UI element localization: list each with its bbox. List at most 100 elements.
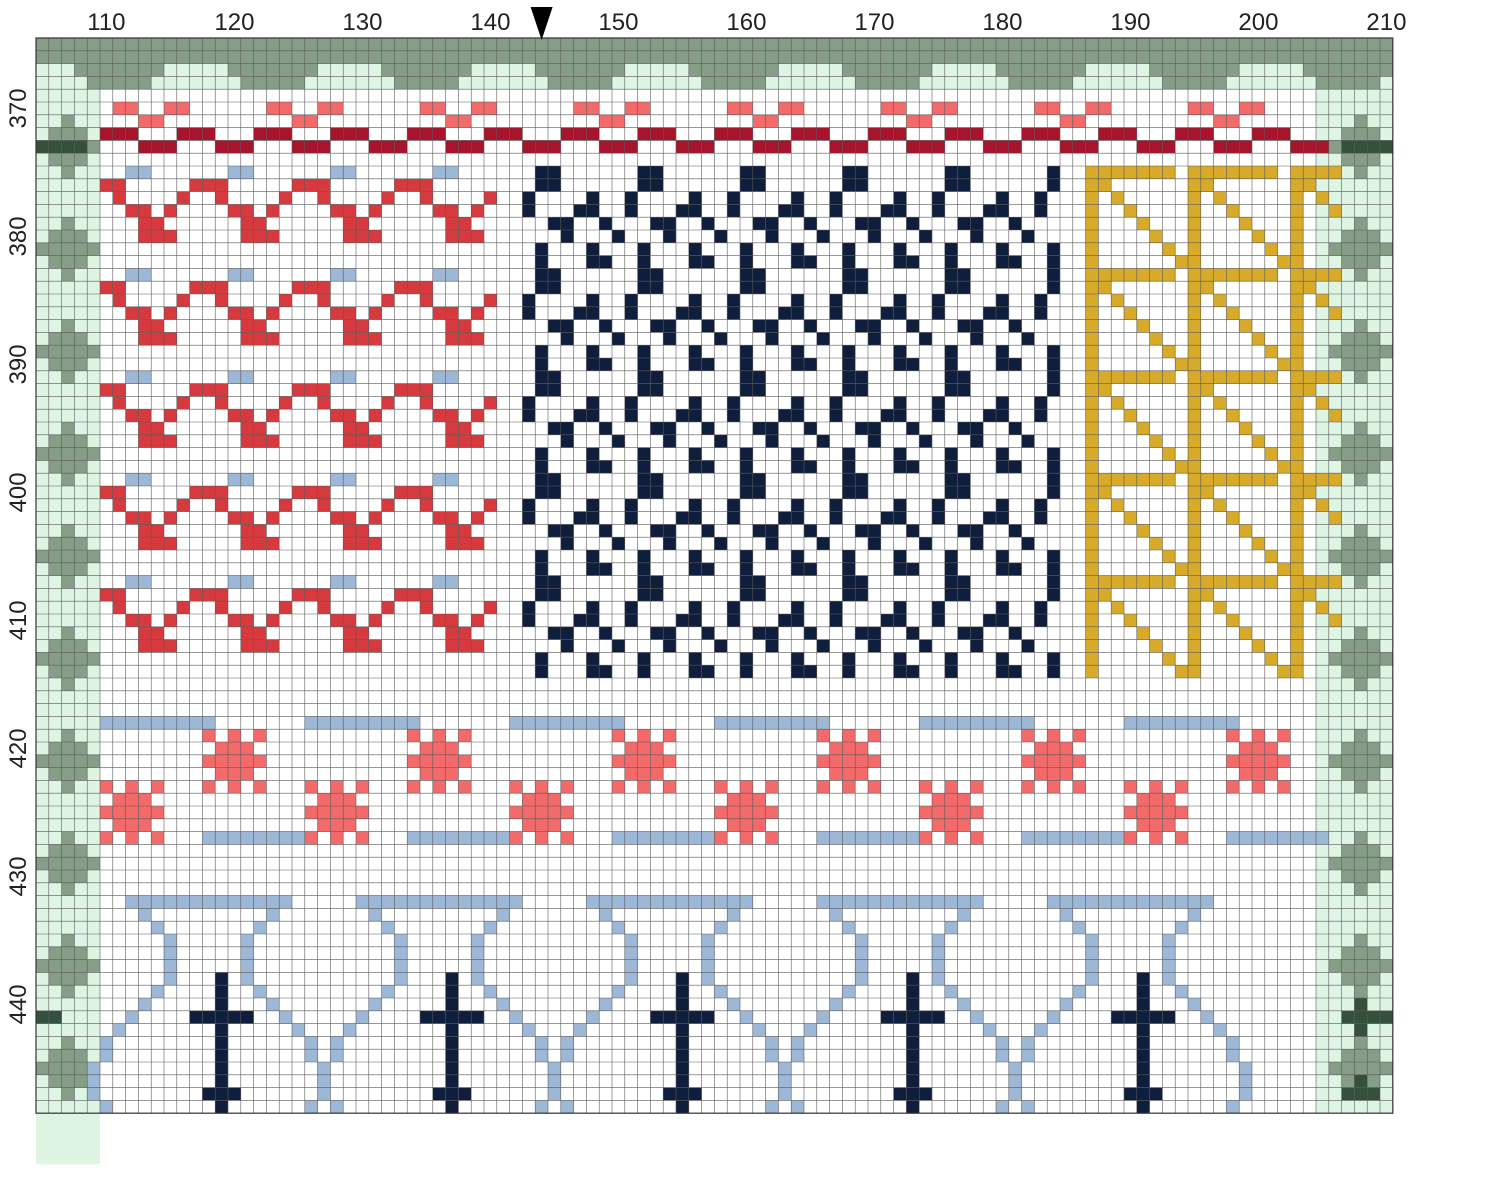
flower-stitch — [791, 102, 804, 115]
column-tick-label: 180 — [982, 9, 1022, 36]
chevron-stitch — [369, 614, 382, 627]
border-stitch — [1354, 857, 1367, 870]
border-stitch — [446, 51, 459, 64]
fret-stitch — [702, 627, 715, 640]
chevron-accent-stitch — [138, 576, 151, 589]
lattice-stitch — [1316, 371, 1329, 384]
border-stitch — [1354, 780, 1367, 793]
chevron-accent-stitch — [343, 473, 356, 486]
border-stitch — [996, 64, 1009, 77]
border-stitch — [1329, 652, 1342, 665]
chevron-stitch — [279, 294, 292, 307]
star-stitch — [1124, 832, 1137, 845]
border-stitch — [1111, 51, 1124, 64]
chevron-accent-stitch — [433, 166, 446, 179]
border-stitch — [1354, 640, 1367, 653]
lattice-stitch — [1329, 614, 1342, 627]
border-stitch — [1380, 550, 1393, 563]
chevron-stitch — [382, 294, 395, 307]
border-stitch — [87, 550, 100, 563]
star-band-line-stitch — [599, 716, 612, 729]
lattice-stitch — [1226, 512, 1239, 525]
fret-stitch — [791, 665, 804, 678]
fret-stitch — [740, 268, 753, 281]
border-stitch — [1060, 64, 1073, 77]
border-stitch — [49, 345, 62, 358]
flower-stitch — [1239, 102, 1252, 115]
border-stitch — [599, 76, 612, 89]
chevron-stitch — [369, 512, 382, 525]
border-stitch — [36, 38, 49, 51]
fret-stitch — [932, 614, 945, 627]
star-band-line-stitch — [471, 832, 484, 845]
star-stitch — [407, 755, 420, 768]
fret-stitch — [1022, 332, 1035, 345]
star-stitch — [1073, 780, 1086, 793]
scroll-stitch — [522, 1024, 535, 1037]
star-stitch — [1265, 768, 1278, 781]
border-stitch — [36, 960, 49, 973]
border-stitch — [138, 76, 151, 89]
fret-stitch — [983, 409, 996, 422]
chevron-stitch — [254, 435, 267, 448]
chevron-stitch — [266, 512, 279, 525]
chevron-stitch — [407, 486, 420, 499]
lattice-stitch — [1226, 268, 1239, 281]
border-stitch — [1022, 38, 1035, 51]
fret-stitch — [625, 204, 638, 217]
fret-stitch — [894, 550, 907, 563]
scroll-stitch — [727, 998, 740, 1011]
fret-stitch — [958, 268, 971, 281]
fret-stitch — [894, 294, 907, 307]
fret-stitch — [842, 281, 855, 294]
border-stitch — [87, 243, 100, 256]
scroll-stitch — [279, 896, 292, 909]
fret-stitch — [586, 256, 599, 269]
border-stitch — [62, 742, 75, 755]
fret-stitch — [676, 307, 689, 320]
zigzag-stitch — [663, 128, 676, 141]
lattice-stitch — [1188, 294, 1201, 307]
fret-stitch — [842, 268, 855, 281]
border-stitch — [1022, 51, 1035, 64]
star-band-line-stitch — [830, 832, 843, 845]
lattice-stitch — [1214, 473, 1227, 486]
chevron-stitch — [420, 601, 433, 614]
anchor-stitch — [906, 1024, 919, 1037]
border-stitch — [842, 64, 855, 77]
fret-stitch — [958, 473, 971, 486]
scroll-stitch — [1060, 908, 1073, 921]
scroll-stitch — [1124, 896, 1137, 909]
fret-stitch — [586, 358, 599, 371]
fret-stitch — [894, 345, 907, 358]
star-stitch — [458, 755, 471, 768]
anchor-stitch — [471, 1011, 484, 1024]
chevron-stitch — [254, 627, 267, 640]
scroll-stitch — [766, 1100, 779, 1113]
border-stitch — [1354, 844, 1367, 857]
border-stitch — [420, 76, 433, 89]
border-stitch — [702, 76, 715, 89]
fret-stitch — [1047, 665, 1060, 678]
border-stitch — [1214, 76, 1227, 89]
border-stitch — [49, 563, 62, 576]
fret-stitch — [996, 204, 1009, 217]
fret-stitch — [727, 409, 740, 422]
fret-stitch — [625, 499, 638, 512]
border-stitch — [766, 51, 779, 64]
anchor-stitch — [702, 1011, 715, 1024]
fret-stitch — [689, 448, 702, 461]
fret-stitch — [791, 307, 804, 320]
border-stitch — [1278, 38, 1291, 51]
border-stitch — [446, 38, 459, 51]
fret-stitch — [676, 409, 689, 422]
border-stitch — [1137, 38, 1150, 51]
border-stitch — [676, 51, 689, 64]
star-band-line-stitch — [855, 832, 868, 845]
fret-stitch — [868, 537, 881, 550]
fret-stitch — [906, 358, 919, 371]
chevron-stitch — [190, 384, 203, 397]
border-accent-stitch — [1354, 140, 1367, 153]
scroll-stitch — [1086, 896, 1099, 909]
lattice-stitch — [1290, 627, 1303, 640]
